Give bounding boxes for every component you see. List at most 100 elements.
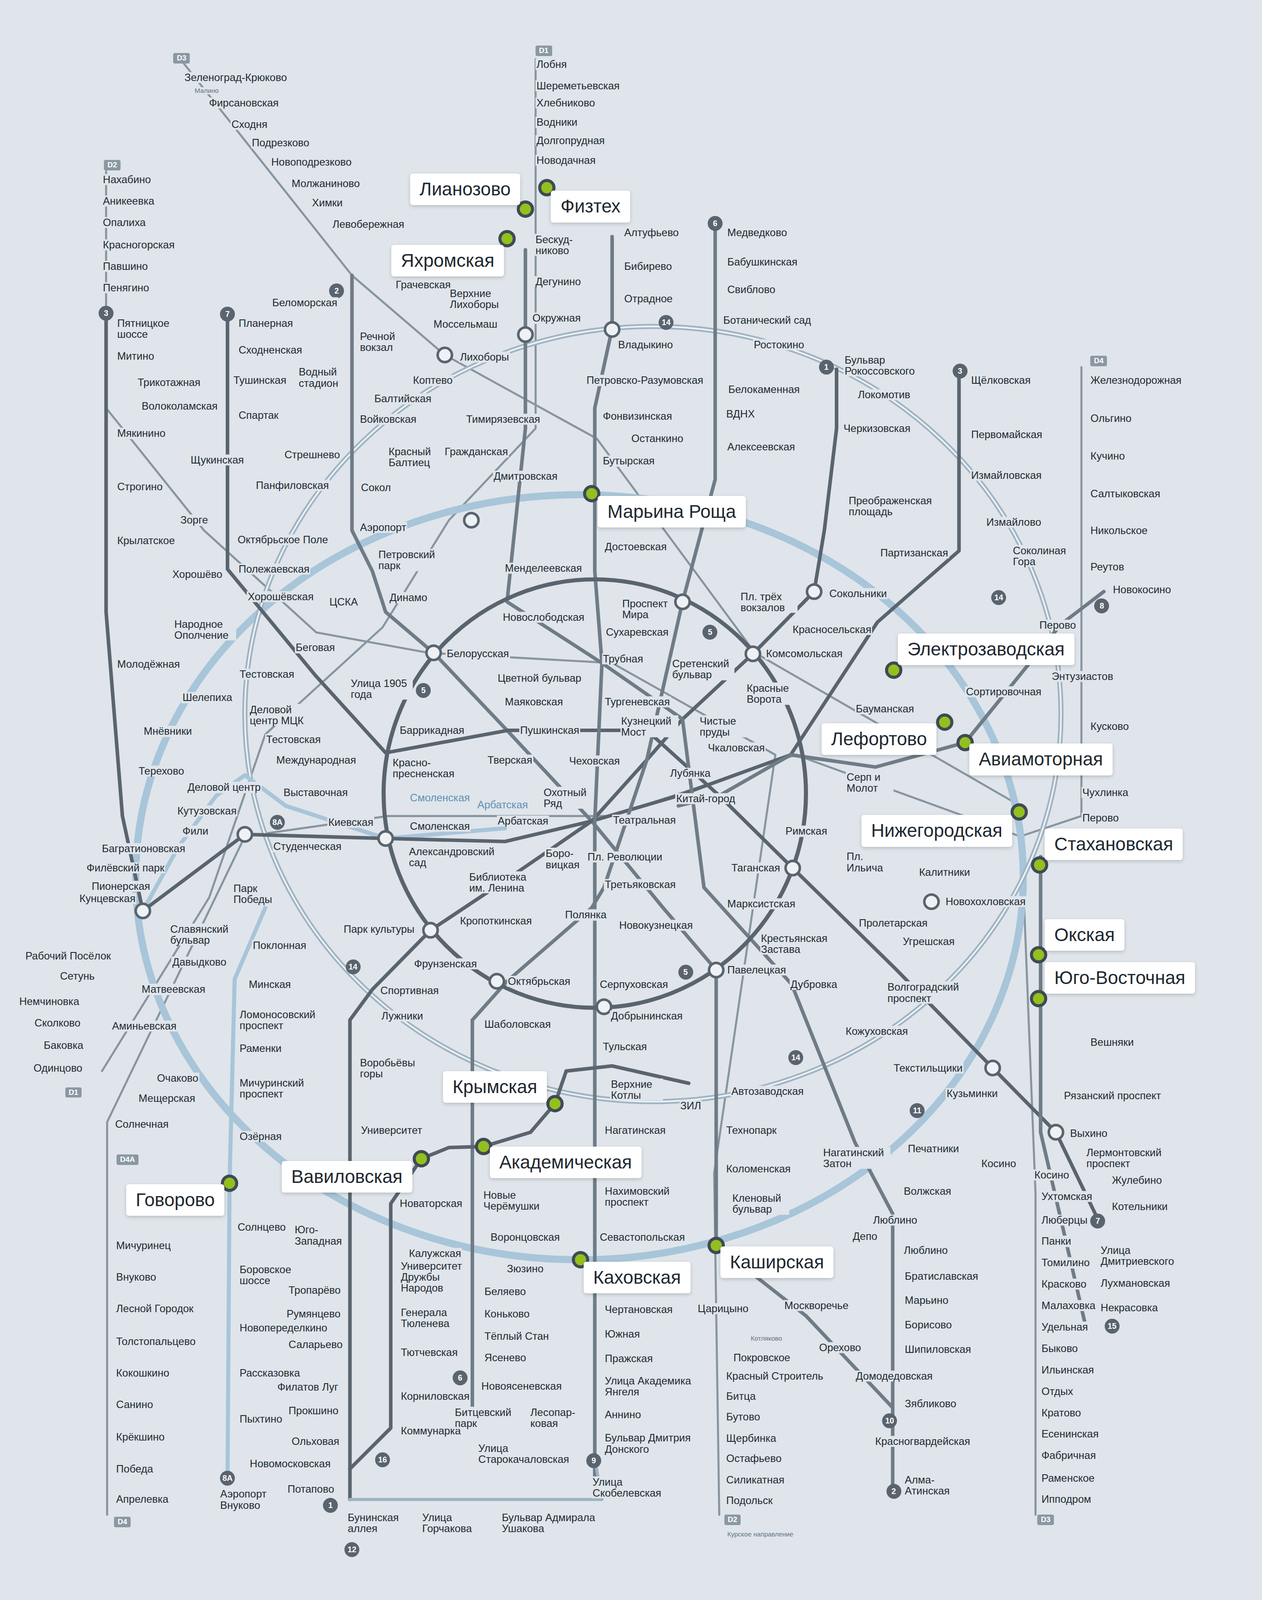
station-name: Беговая xyxy=(294,642,337,654)
station-name: Гражданская xyxy=(443,446,509,458)
station-name: Кратово xyxy=(1040,1407,1082,1419)
station-name: Технопарк xyxy=(725,1124,778,1136)
station-name: Бескуд- никово xyxy=(534,233,580,256)
station-name: Москворечье xyxy=(783,1300,850,1312)
station-name: Тургеневская xyxy=(603,696,671,708)
line-number: 5 xyxy=(415,683,431,699)
line-number: 1 xyxy=(818,359,834,375)
line-badge: D4 xyxy=(1090,355,1108,367)
station-name: Китай-город xyxy=(675,793,737,805)
station-name: Мещерская xyxy=(137,1093,196,1105)
station-name: Тестовская xyxy=(238,668,296,680)
station-name: Филёвский парк xyxy=(85,862,166,874)
station-name: Аминьевская xyxy=(111,1020,178,1032)
station-name: Митино xyxy=(116,350,155,362)
station-name: Битца xyxy=(725,1391,757,1403)
station-name: Перово xyxy=(1081,812,1120,824)
station-name: Смоленская xyxy=(409,820,472,832)
line-number: 1 xyxy=(322,1498,338,1514)
station-name: Серп и Молот xyxy=(845,771,894,794)
station-callout-text: Лианозово xyxy=(419,178,511,200)
station-name: Ломоносовский проспект xyxy=(238,1009,333,1032)
station-name: Выхино xyxy=(1069,1127,1109,1139)
station-name: Остафьево xyxy=(725,1453,783,1465)
mcc-line xyxy=(244,326,1062,1102)
station-name: Силикатная xyxy=(725,1474,786,1486)
station-name: Красный Балтиец xyxy=(387,446,441,468)
station-name: Химки xyxy=(311,197,344,209)
station-name: Калитники xyxy=(918,866,971,878)
station-name: Бибирево xyxy=(623,260,674,272)
station-name: Трикотажная xyxy=(136,376,202,388)
station-name: Бабушкинская xyxy=(726,256,799,268)
station-name: Баррикадная xyxy=(398,724,465,736)
station-dot xyxy=(547,1096,563,1112)
station-callout: Авиамоторная xyxy=(969,743,1113,776)
station-name: Нагатинская xyxy=(603,1124,667,1136)
station-name: Ясенево xyxy=(483,1352,528,1364)
station-name: Коммунарка xyxy=(400,1425,462,1437)
station-name: Томилино xyxy=(1040,1257,1091,1269)
station-name: Белорусская xyxy=(445,648,510,660)
station-name: Парк Победы xyxy=(232,882,276,905)
station-name: Водный стадион xyxy=(297,366,349,389)
line-badge: D4A xyxy=(116,1154,139,1166)
note-text: Курское направление xyxy=(726,1531,795,1539)
line-badge: D3 xyxy=(173,53,191,64)
station-name: Битцевский парк xyxy=(453,1407,515,1429)
station-name: Подрезково xyxy=(251,137,311,149)
station-name: Текстильщики xyxy=(892,1062,964,1074)
station-name: Южная xyxy=(603,1329,641,1340)
station-name: Павелецкая xyxy=(726,964,787,976)
station-name: Хорошёво xyxy=(171,568,224,580)
station-name: Новохохловская xyxy=(944,896,1027,908)
station-name: Люблино xyxy=(902,1245,949,1257)
station-name: Минская xyxy=(248,978,292,990)
station-name: Пл. трёх вокзалов xyxy=(739,590,798,613)
station-name: Сухаревская xyxy=(605,627,670,639)
station-name: Воробьёвы горы xyxy=(359,1056,418,1079)
station-name: Одинцово xyxy=(32,1062,84,1074)
station-name: Аэропорт Внуково xyxy=(219,1488,283,1511)
line-number: 5 xyxy=(702,624,718,640)
station-name: Кутузовская xyxy=(176,805,238,817)
line-number: 8А xyxy=(269,815,285,830)
station-name: Планерная xyxy=(237,317,294,329)
station-name: Локомотив xyxy=(857,389,912,401)
station-name: Тютчевская xyxy=(400,1347,459,1359)
station-name: Деловой центр xyxy=(186,782,262,794)
station-name: Кленовый бульвар xyxy=(731,1192,790,1215)
station-name: Улица Скобелевская xyxy=(591,1476,670,1499)
transfer-circle xyxy=(426,645,441,661)
station-name: Сетунь xyxy=(59,971,96,982)
station-name: Войковская xyxy=(359,413,418,425)
station-name: Зябликово xyxy=(903,1398,958,1410)
station-name: Трубная xyxy=(602,653,645,665)
station-name: Новокузнецкая xyxy=(618,919,694,931)
station-name: Алексеевская xyxy=(726,441,797,453)
station-name: Юго-Западная xyxy=(294,1224,347,1247)
station-name: Волоколамская xyxy=(140,400,219,412)
station-name: Моссельмаш xyxy=(432,319,499,330)
station-name: Деловой центр МЦК xyxy=(248,704,312,727)
station-name: Раменское xyxy=(1040,1472,1096,1484)
station-name: Сокол xyxy=(360,482,392,493)
station-name: Ольховая xyxy=(290,1435,341,1447)
station-name: Шипиловская xyxy=(903,1344,972,1356)
station-name: Толстопальцево xyxy=(115,1336,197,1348)
station-name: Петровско-Разумовская xyxy=(585,375,705,387)
station-name: Партизанская xyxy=(879,547,950,559)
line-badge: D3 xyxy=(1037,1514,1055,1526)
station-name: Малаховка xyxy=(1040,1300,1097,1312)
station-name: Апрелевка xyxy=(115,1494,170,1506)
line-number: 11 xyxy=(909,1103,925,1119)
station-name: Октябрьская xyxy=(506,975,571,987)
station-name: Останкино xyxy=(630,433,685,445)
station-name: Полянка xyxy=(564,909,608,921)
station-name: Никольское xyxy=(1089,524,1149,536)
station-name: Панки xyxy=(1040,1236,1073,1248)
transfer-circle xyxy=(518,327,533,342)
station-name: Некрасовка xyxy=(1099,1302,1160,1314)
metro-line xyxy=(106,316,959,912)
station-name: Новоясеневская xyxy=(480,1380,563,1392)
